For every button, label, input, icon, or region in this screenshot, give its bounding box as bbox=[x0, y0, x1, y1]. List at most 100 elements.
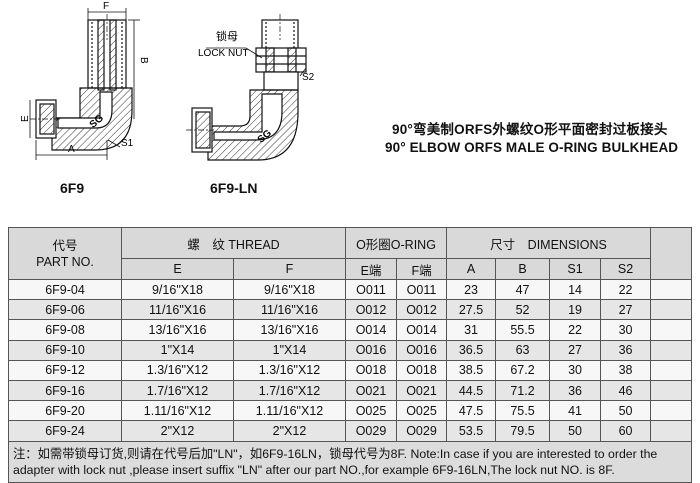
cell-s1: 30 bbox=[549, 359, 602, 381]
lock-nut-en-label: LOCK NUT bbox=[198, 48, 249, 59]
title-chinese: 90°弯美制ORFS外螺纹O形平面密封过板接头 bbox=[392, 122, 668, 137]
cell-e: 13/16"X16 bbox=[121, 319, 234, 341]
cell-part: 6F9-12 bbox=[8, 359, 122, 381]
cell-oe: O029 bbox=[345, 420, 397, 442]
cell-of: O018 bbox=[395, 359, 448, 381]
caption-6f9-ln: 6F9-LN bbox=[210, 180, 258, 196]
cell-e: 1.3/16"X12 bbox=[121, 359, 234, 381]
cell-s1: 36 bbox=[549, 379, 602, 402]
header-oring: O形圈O-RING bbox=[344, 227, 448, 259]
cell-part: 6F9-08 bbox=[8, 319, 122, 341]
header-a: A bbox=[446, 258, 497, 280]
note-line-1: 注：如需带锁母订货,则请在代号后加"LN"，如6F9-16LN，锁母代号为8F.… bbox=[13, 446, 658, 461]
cell-part: 6F9-06 bbox=[8, 299, 122, 321]
header-f-end: F端 bbox=[395, 258, 448, 280]
header-b: B bbox=[495, 258, 551, 280]
lock-nut-cn-label: 锁母 bbox=[216, 29, 238, 43]
cell-f: 11/16"X16 bbox=[233, 299, 346, 321]
cell-oe: O012 bbox=[345, 299, 397, 321]
fitting-drawings: F B E A S1 SG 锁母 LOCK NUT S2 SG bbox=[20, 1, 315, 161]
header-f: F bbox=[233, 258, 346, 280]
cell-b: 79.5 bbox=[495, 420, 551, 442]
header-s2: S2 bbox=[600, 258, 652, 280]
cell-e: 1.11/16"X12 bbox=[121, 400, 234, 422]
cell-oe: O025 bbox=[345, 400, 397, 422]
caption-6f9: 6F9 bbox=[60, 180, 85, 196]
cell-of: O014 bbox=[395, 319, 448, 341]
cell-e: 1"X14 bbox=[121, 339, 234, 361]
drawing-6f9 bbox=[29, 8, 140, 160]
cell-s1: 19 bbox=[549, 299, 602, 321]
cell-of: O025 bbox=[395, 400, 448, 422]
cell-e: 2"X12 bbox=[121, 420, 234, 442]
cell-oe: O018 bbox=[345, 359, 397, 381]
dim-label-e: E bbox=[20, 115, 31, 122]
cell-f: 9/16"X18 bbox=[233, 278, 346, 301]
cell-b: 47 bbox=[495, 278, 551, 301]
cell-s2: 30 bbox=[600, 319, 652, 341]
cell-of: O029 bbox=[395, 420, 448, 442]
cell-b: 75.5 bbox=[495, 400, 551, 422]
cell-s2: 60 bbox=[600, 420, 652, 442]
cell-s1: 50 bbox=[549, 420, 602, 442]
cell-b: 71.2 bbox=[495, 379, 551, 402]
cell-f: 1.3/16"X12 bbox=[233, 359, 346, 381]
cell-part: 6F9-24 bbox=[8, 420, 122, 442]
cell-f: 2"X12 bbox=[233, 420, 346, 442]
cell-blank bbox=[650, 299, 693, 321]
cell-of: O011 bbox=[395, 278, 448, 301]
cell-blank bbox=[650, 400, 693, 422]
drawing-6f9-ln bbox=[186, 14, 307, 161]
cell-s1: 41 bbox=[549, 400, 602, 422]
header-s1: S1 bbox=[549, 258, 602, 280]
cell-blank bbox=[650, 379, 693, 402]
cell-b: 55.5 bbox=[495, 319, 551, 341]
cell-f: 1.7/16"X12 bbox=[233, 379, 346, 402]
cell-part: 6F9-16 bbox=[8, 379, 122, 402]
cell-f: 13/16"X16 bbox=[233, 319, 346, 341]
cell-a: 23 bbox=[446, 278, 497, 301]
cell-s1: 14 bbox=[549, 278, 602, 301]
cell-a: 44.5 bbox=[446, 379, 497, 402]
cell-part: 6F9-20 bbox=[8, 400, 122, 422]
cell-part: 6F9-04 bbox=[8, 278, 122, 301]
cell-b: 52 bbox=[495, 299, 551, 321]
cell-b: 63 bbox=[495, 339, 551, 361]
cell-oe: O011 bbox=[345, 278, 397, 301]
order-note: 注：如需带锁母订货,则请在代号后加"LN"，如6F9-16LN，锁母代号为8F.… bbox=[7, 440, 693, 483]
dim-label-s2: S2 bbox=[302, 72, 315, 83]
cell-a: 47.5 bbox=[446, 400, 497, 422]
dim-label-a: A bbox=[68, 144, 75, 155]
header-e: E bbox=[121, 258, 234, 280]
cell-a: 31 bbox=[446, 319, 497, 341]
cell-of: O016 bbox=[395, 339, 448, 361]
note-line-2: adapter with lock nut ,please insert suf… bbox=[13, 462, 615, 477]
cell-a: 27.5 bbox=[446, 299, 497, 321]
dim-label-b: B bbox=[138, 57, 149, 64]
cell-e: 9/16"X18 bbox=[121, 278, 234, 301]
cell-s2: 36 bbox=[600, 339, 652, 361]
cell-s2: 27 bbox=[600, 299, 652, 321]
cell-blank bbox=[650, 319, 693, 341]
cell-f: 1"X14 bbox=[233, 339, 346, 361]
cell-b: 67.2 bbox=[495, 359, 551, 381]
cell-a: 38.5 bbox=[446, 359, 497, 381]
cell-s2: 22 bbox=[600, 278, 652, 301]
cell-e: 11/16"X16 bbox=[121, 299, 234, 321]
cell-f: 1.11/16"X12 bbox=[233, 400, 346, 422]
cell-s2: 38 bbox=[600, 359, 652, 381]
header-e-end: E端 bbox=[345, 258, 397, 280]
cell-oe: O014 bbox=[345, 319, 397, 341]
cell-oe: O021 bbox=[345, 379, 397, 402]
cell-a: 53.5 bbox=[446, 420, 497, 442]
cell-blank bbox=[650, 359, 693, 381]
cell-of: O012 bbox=[395, 299, 448, 321]
